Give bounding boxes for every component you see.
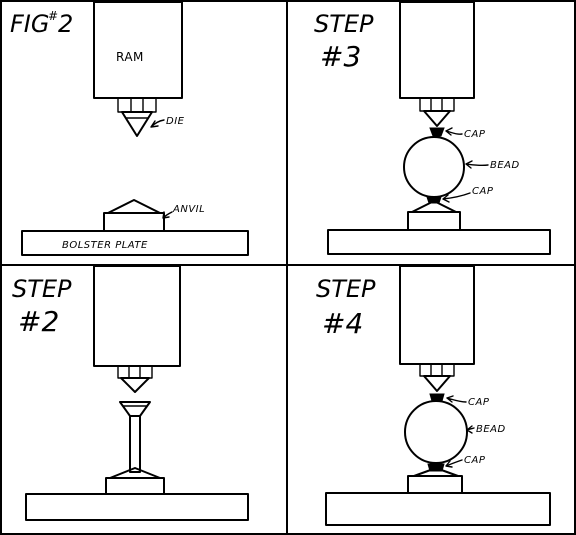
- anvil-base: [407, 211, 461, 231]
- bead-callout: [465, 160, 489, 169]
- die-holder: [419, 97, 455, 112]
- die-callout-arrow: [150, 119, 165, 128]
- bead: [404, 400, 468, 464]
- bolster-plate: [325, 492, 551, 526]
- anvil-base: [407, 475, 463, 494]
- die: [121, 111, 153, 137]
- bead-label: BEAD: [490, 160, 520, 171]
- die-holder: [419, 363, 455, 377]
- bolster-plate: [327, 229, 551, 255]
- cap-top-label: CAP: [464, 129, 486, 140]
- anvil-point: [107, 199, 161, 214]
- die: [120, 377, 150, 393]
- bead: [403, 136, 465, 198]
- die: [423, 110, 451, 127]
- anvil-point: [411, 200, 457, 213]
- fig-title-mark: #: [48, 9, 58, 23]
- anvil-base: [103, 212, 165, 232]
- die-holder: [117, 365, 153, 379]
- step3-number: #3: [320, 40, 361, 73]
- bolster-plate: [25, 493, 249, 521]
- bead-label: BEAD: [476, 424, 506, 435]
- die-holder: [117, 97, 157, 113]
- cap-top-label: CAP: [468, 397, 490, 408]
- anvil-label: ANVIL: [172, 204, 205, 215]
- fig-title: FIG: [10, 10, 49, 38]
- step3-title: STEP: [314, 10, 374, 38]
- step4-number: #4: [322, 307, 363, 340]
- step2-number: #2: [18, 305, 59, 338]
- panel-step4: STEP #4 CAP BEAD CAP: [316, 265, 551, 526]
- anvil-base: [105, 477, 165, 495]
- panel-fig2: FIG # 2 RAM DIE ANVIL BOLSTER PLATE: [10, 1, 249, 256]
- bolster-plate-label: BOLSTER PLATE: [62, 240, 148, 251]
- cap-top-callout: [445, 127, 463, 136]
- cap-top: [429, 127, 445, 137]
- panel-step2: STEP #2: [12, 265, 249, 521]
- panel-step3: STEP #3 CAP BEAD CAP: [314, 1, 551, 255]
- ram: [93, 265, 181, 367]
- cap-bottom-callout: [445, 459, 463, 468]
- cap-bottom-label: CAP: [464, 455, 486, 466]
- bolster-plate: [21, 230, 249, 256]
- anvil-callout-arrow: [162, 211, 173, 219]
- cap-top: [429, 393, 445, 402]
- anvil-point: [109, 467, 161, 479]
- die-label: DIE: [166, 116, 185, 127]
- ram: [399, 1, 475, 99]
- bead-callout: [466, 425, 475, 434]
- cap-top-callout: [446, 395, 467, 403]
- tube-flare: [119, 401, 151, 417]
- ram-label: RAM: [116, 50, 144, 64]
- step2-title: STEP: [12, 275, 72, 303]
- anvil-point: [413, 467, 459, 477]
- die: [423, 375, 451, 392]
- ram: [399, 265, 475, 365]
- cap-bottom-label: CAP: [472, 186, 494, 197]
- tube-blank: [129, 415, 141, 473]
- fig-title-number: 2: [58, 10, 73, 38]
- cap-bottom-callout: [442, 192, 471, 203]
- step4-title: STEP: [316, 275, 376, 303]
